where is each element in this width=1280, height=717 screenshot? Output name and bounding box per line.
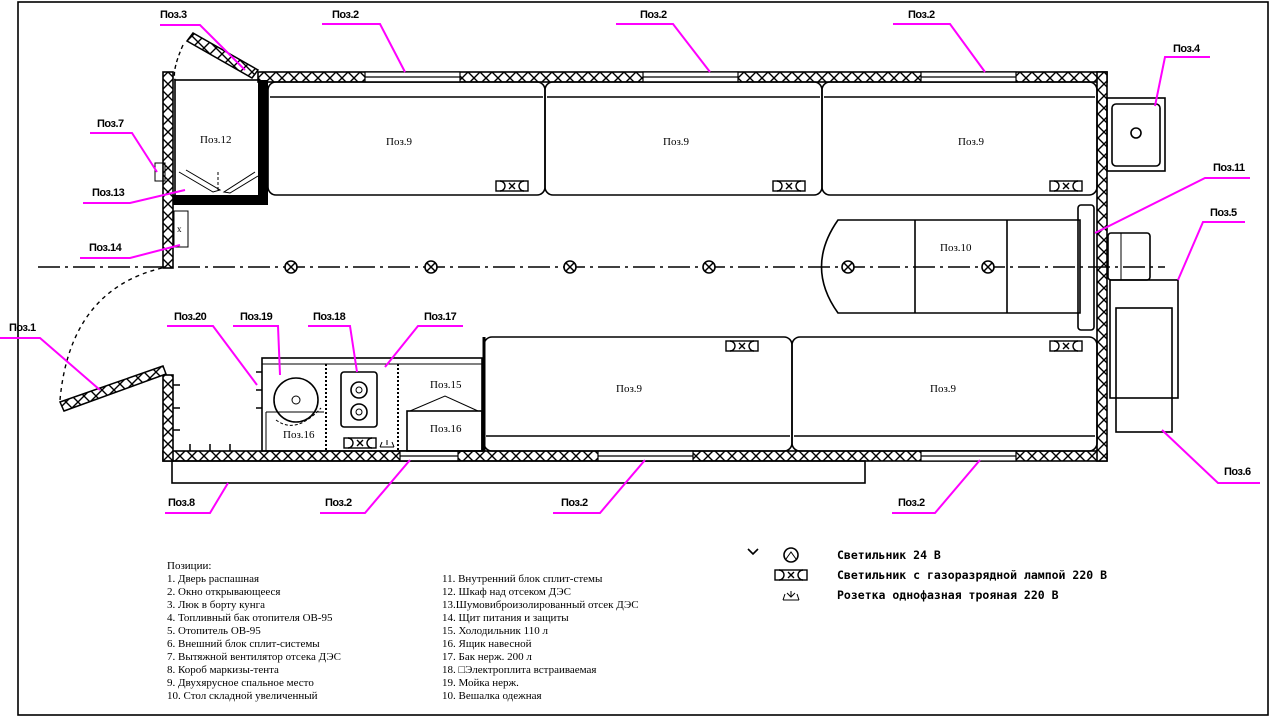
label-pos19: Поз.19 — [240, 311, 273, 323]
sink-pos19 — [273, 377, 319, 423]
legend-item: 15. Холодильник 110 л — [442, 625, 548, 637]
legend-item: 11. Внутренний блок сплит-стемы — [442, 573, 603, 585]
exhaust-fan-pos7 — [154, 162, 166, 182]
legend-item: 3. Люк в борту кунга — [167, 599, 265, 611]
lamp-24v-icon — [563, 260, 577, 274]
symbol-label: Розетка однофазная трояная 220 В — [837, 588, 1059, 602]
power-panel-pos14 — [173, 210, 189, 248]
legend-item: 13.Шумовиброизолированный отсек ДЭС — [442, 599, 639, 611]
legend-item: 5. Отопитель ОВ-95 — [167, 625, 261, 637]
bottom-beds: Поз.9 Поз.9 — [482, 336, 1098, 452]
lamp-24v-icon — [981, 260, 995, 274]
gas-lamp-icon — [1049, 180, 1083, 192]
stove-pos18 — [340, 371, 378, 428]
label-pos8: Поз.8 — [168, 497, 195, 509]
lamp-24v-icon — [841, 260, 855, 274]
label-pos2: Поз.2 — [640, 9, 667, 21]
label-pos15: Поз.15 — [430, 379, 462, 391]
symbol-legend: Светильник 24 В Светильник с газоразрядн… — [747, 547, 1107, 602]
label-pos17: Поз.17 — [424, 311, 457, 323]
awning-box-pos8 — [171, 460, 866, 484]
label-pos2: Поз.2 — [908, 9, 935, 21]
legend-item: 16. Ящик навесной — [442, 638, 532, 650]
top-beds: Поз.9 Поз.9 Поз.9 — [267, 81, 1098, 196]
legend-item: 12. Шкаф над отсеком ДЭС — [442, 586, 571, 598]
split-outdoor-pos6 — [1115, 307, 1173, 433]
entry-door-pos1 — [58, 267, 231, 451]
chevron-icon — [747, 548, 759, 556]
legend-item: 6. Внешний блок сплит-системы — [167, 638, 320, 650]
label-pos16: Поз.16 — [430, 423, 462, 435]
legend-item: 1. Дверь распашная — [167, 573, 259, 585]
legend-item: 19. Мойка нерж. — [442, 677, 519, 689]
label-pos9: Поз.9 — [663, 136, 690, 148]
label-pos18: Поз.18 — [313, 311, 346, 323]
label-pos13: Поз.13 — [92, 187, 125, 199]
legend-item: 17. Бак нерж. 200 л — [442, 651, 532, 663]
gas-lamp-icon — [1049, 340, 1083, 352]
legend-item: 8. Короб маркизы-тента — [167, 664, 279, 676]
drawing-frame — [17, 1, 1269, 716]
label-pos9: Поз.9 — [386, 136, 413, 148]
gas-lamp-icon — [343, 437, 377, 449]
lamp-24v-icon — [284, 260, 298, 274]
socket-icon — [782, 591, 800, 601]
positions-legend: Позиции: 1. Дверь распашная 2. Окно откр… — [167, 560, 639, 702]
label-pos6: Поз.6 — [1224, 466, 1251, 478]
leader-lines — [0, 23, 1260, 514]
label-pos7: Поз.7 — [97, 118, 124, 130]
heater-pos5 — [1109, 279, 1179, 399]
exterior-units — [171, 97, 1179, 484]
position-labels: Поз.3 Поз.2 Поз.2 Поз.2 Поз.4 Поз.7 Поз.… — [9, 9, 1252, 509]
label-pos12: Поз.12 — [200, 134, 232, 146]
socket-icon — [379, 440, 395, 448]
label-pos11: Поз.11 — [1213, 162, 1245, 174]
fuel-tank-pos4 — [1106, 97, 1166, 172]
label-pos9: Поз.9 — [930, 383, 957, 395]
legend-item: 14. Щит питания и защиты — [442, 612, 569, 624]
legend-item: 2. Окно открывающееся — [167, 586, 280, 598]
label-pos10: Поз.10 — [940, 242, 972, 254]
label-pos2: Поз.2 — [325, 497, 352, 509]
label-pos2: Поз.2 — [332, 9, 359, 21]
gas-lamp-icon — [774, 569, 808, 581]
label-pos1: Поз.1 — [9, 322, 36, 334]
symbol-label: Светильник с газоразрядной лампой 220 В — [837, 568, 1107, 582]
symbol-label: Светильник 24 В — [837, 548, 941, 562]
legend-item: 9. Двухярусное спальное место — [167, 677, 314, 689]
label-pos16: Поз.16 — [283, 429, 315, 441]
legend-item: 10. Стол складной увеличенный — [167, 690, 318, 702]
label-pos5: Поз.5 — [1210, 207, 1237, 219]
label-pos4: Поз.4 — [1173, 43, 1201, 55]
lamp-24v-icon — [702, 260, 716, 274]
label-pos14: Поз.14 — [89, 242, 123, 254]
legend-title: Позиции: — [167, 560, 211, 572]
label-pos2: Поз.2 — [561, 497, 588, 509]
svg-text:x: x — [177, 224, 182, 234]
hatch-door-pos3 — [173, 32, 260, 81]
kitchen-block: Поз.15 Поз.16 Поз.16 — [256, 357, 483, 452]
label-pos2: Поз.2 — [898, 497, 925, 509]
label-pos9: Поз.9 — [616, 383, 643, 395]
gas-lamp-icon — [495, 180, 529, 192]
label-pos9: Поз.9 — [958, 136, 985, 148]
cabinet-pos12: Поз.12 x — [154, 79, 268, 248]
lamp-24v-icon — [424, 260, 438, 274]
label-pos3: Поз.3 — [160, 9, 187, 21]
legend-item: 7. Вытяжной вентилятор отсека ДЭС — [167, 651, 341, 663]
legend-item: 18. □Электроплита встраиваемая — [442, 664, 596, 676]
label-pos20: Поз.20 — [174, 311, 207, 323]
lamp-24v-icon — [783, 547, 799, 563]
legend-item: 10. Вешалка одежная — [442, 690, 542, 702]
gas-lamp-icon — [725, 340, 759, 352]
legend-item: 4. Топливный бак отопителя ОВ-95 — [167, 612, 333, 624]
gas-lamp-icon — [772, 180, 806, 192]
